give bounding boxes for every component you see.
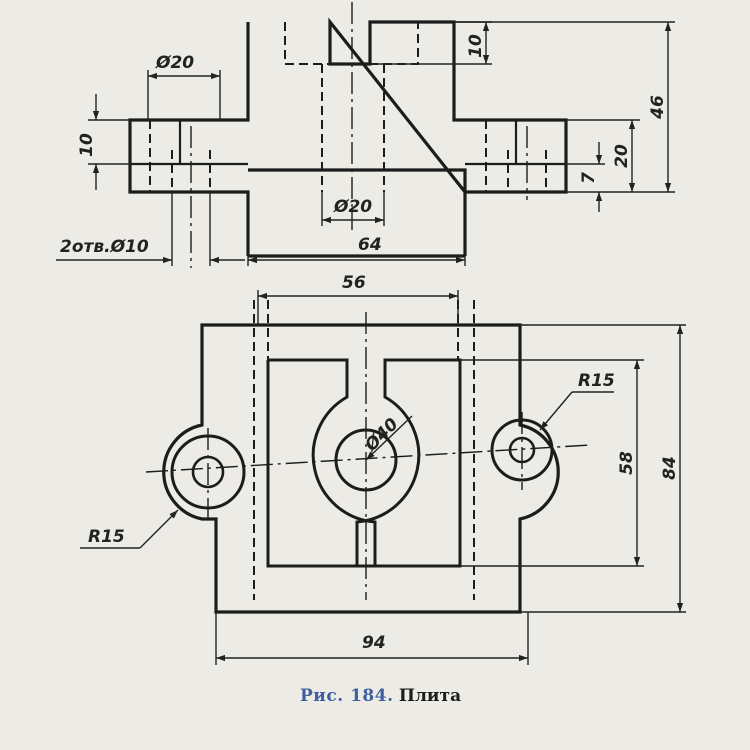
figure-caption: Рис. 184. Плита [300,686,461,706]
front-dimensions [56,21,675,266]
top-view [145,300,591,614]
dim-bottom-step: 7 [579,172,599,184]
dim-total-height-top: 84 [660,456,680,480]
holes-note: 2отв.Ø10 [60,237,149,257]
dim-hole-diameter: Ø20 [155,53,194,73]
inner-pocket [266,358,462,568]
dim-ear-radius-left: R15 [88,527,125,547]
top-dimensions [80,290,686,665]
dim-total-width: 94 [362,633,386,653]
figure-title: Плита [398,686,462,706]
hidden-lines [149,22,547,192]
center-lines [190,2,528,268]
dim-inner-height: 58 [617,451,637,475]
dim-total-height: 46 [648,95,668,120]
dim-flange-thickness: 10 [77,133,97,157]
figure-label: Рис. 184. [300,686,394,706]
flange-lines [130,120,566,166]
dim-base-width: 64 [358,235,382,255]
dim-flange-height: 20 [612,144,632,168]
dim-bore-diameter: Ø20 [333,197,372,217]
top-hidden-lines [253,300,475,600]
dim-center-diameter: Ø40 [361,414,403,456]
dim-inner-width: 56 [342,273,366,293]
dim-ear-radius-right: R15 [578,371,615,391]
front-view-outline [128,17,568,256]
top-center-lines [145,312,591,600]
front-view [128,2,568,268]
top-view-outline [162,323,560,614]
dim-slot-depth: 10 [466,34,486,58]
